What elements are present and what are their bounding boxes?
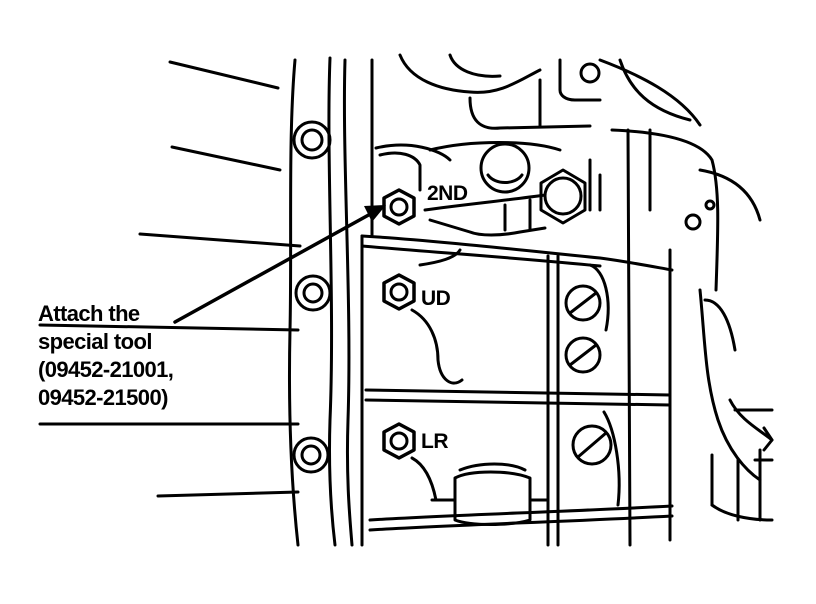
port-label-ud: UD: [421, 287, 451, 310]
housing-bolts: [292, 62, 774, 474]
port-2nd-assembly: [479, 142, 587, 225]
slotted-plugs: [564, 284, 613, 466]
callout-line-1: Attach the: [38, 301, 140, 326]
special-tool-callout: Attach the special tool (09452-21001, 09…: [38, 300, 174, 412]
callout-line-4: 09452-21500): [38, 385, 168, 410]
port-label-lr: LR: [421, 430, 448, 453]
callout-line-2: special tool: [38, 329, 152, 354]
valve-body-panels: [360, 141, 674, 547]
pressure-port-lr: [382, 422, 416, 460]
pressure-port-2nd: [382, 188, 416, 226]
callout-arrow: [173, 210, 376, 324]
callout-line-3: (09452-21001,: [38, 357, 174, 382]
leader-lines: [38, 60, 302, 498]
port-label-2nd: 2ND: [427, 182, 468, 205]
arrow-head-icon: [364, 205, 386, 222]
pressure-port-ud: [382, 273, 416, 311]
